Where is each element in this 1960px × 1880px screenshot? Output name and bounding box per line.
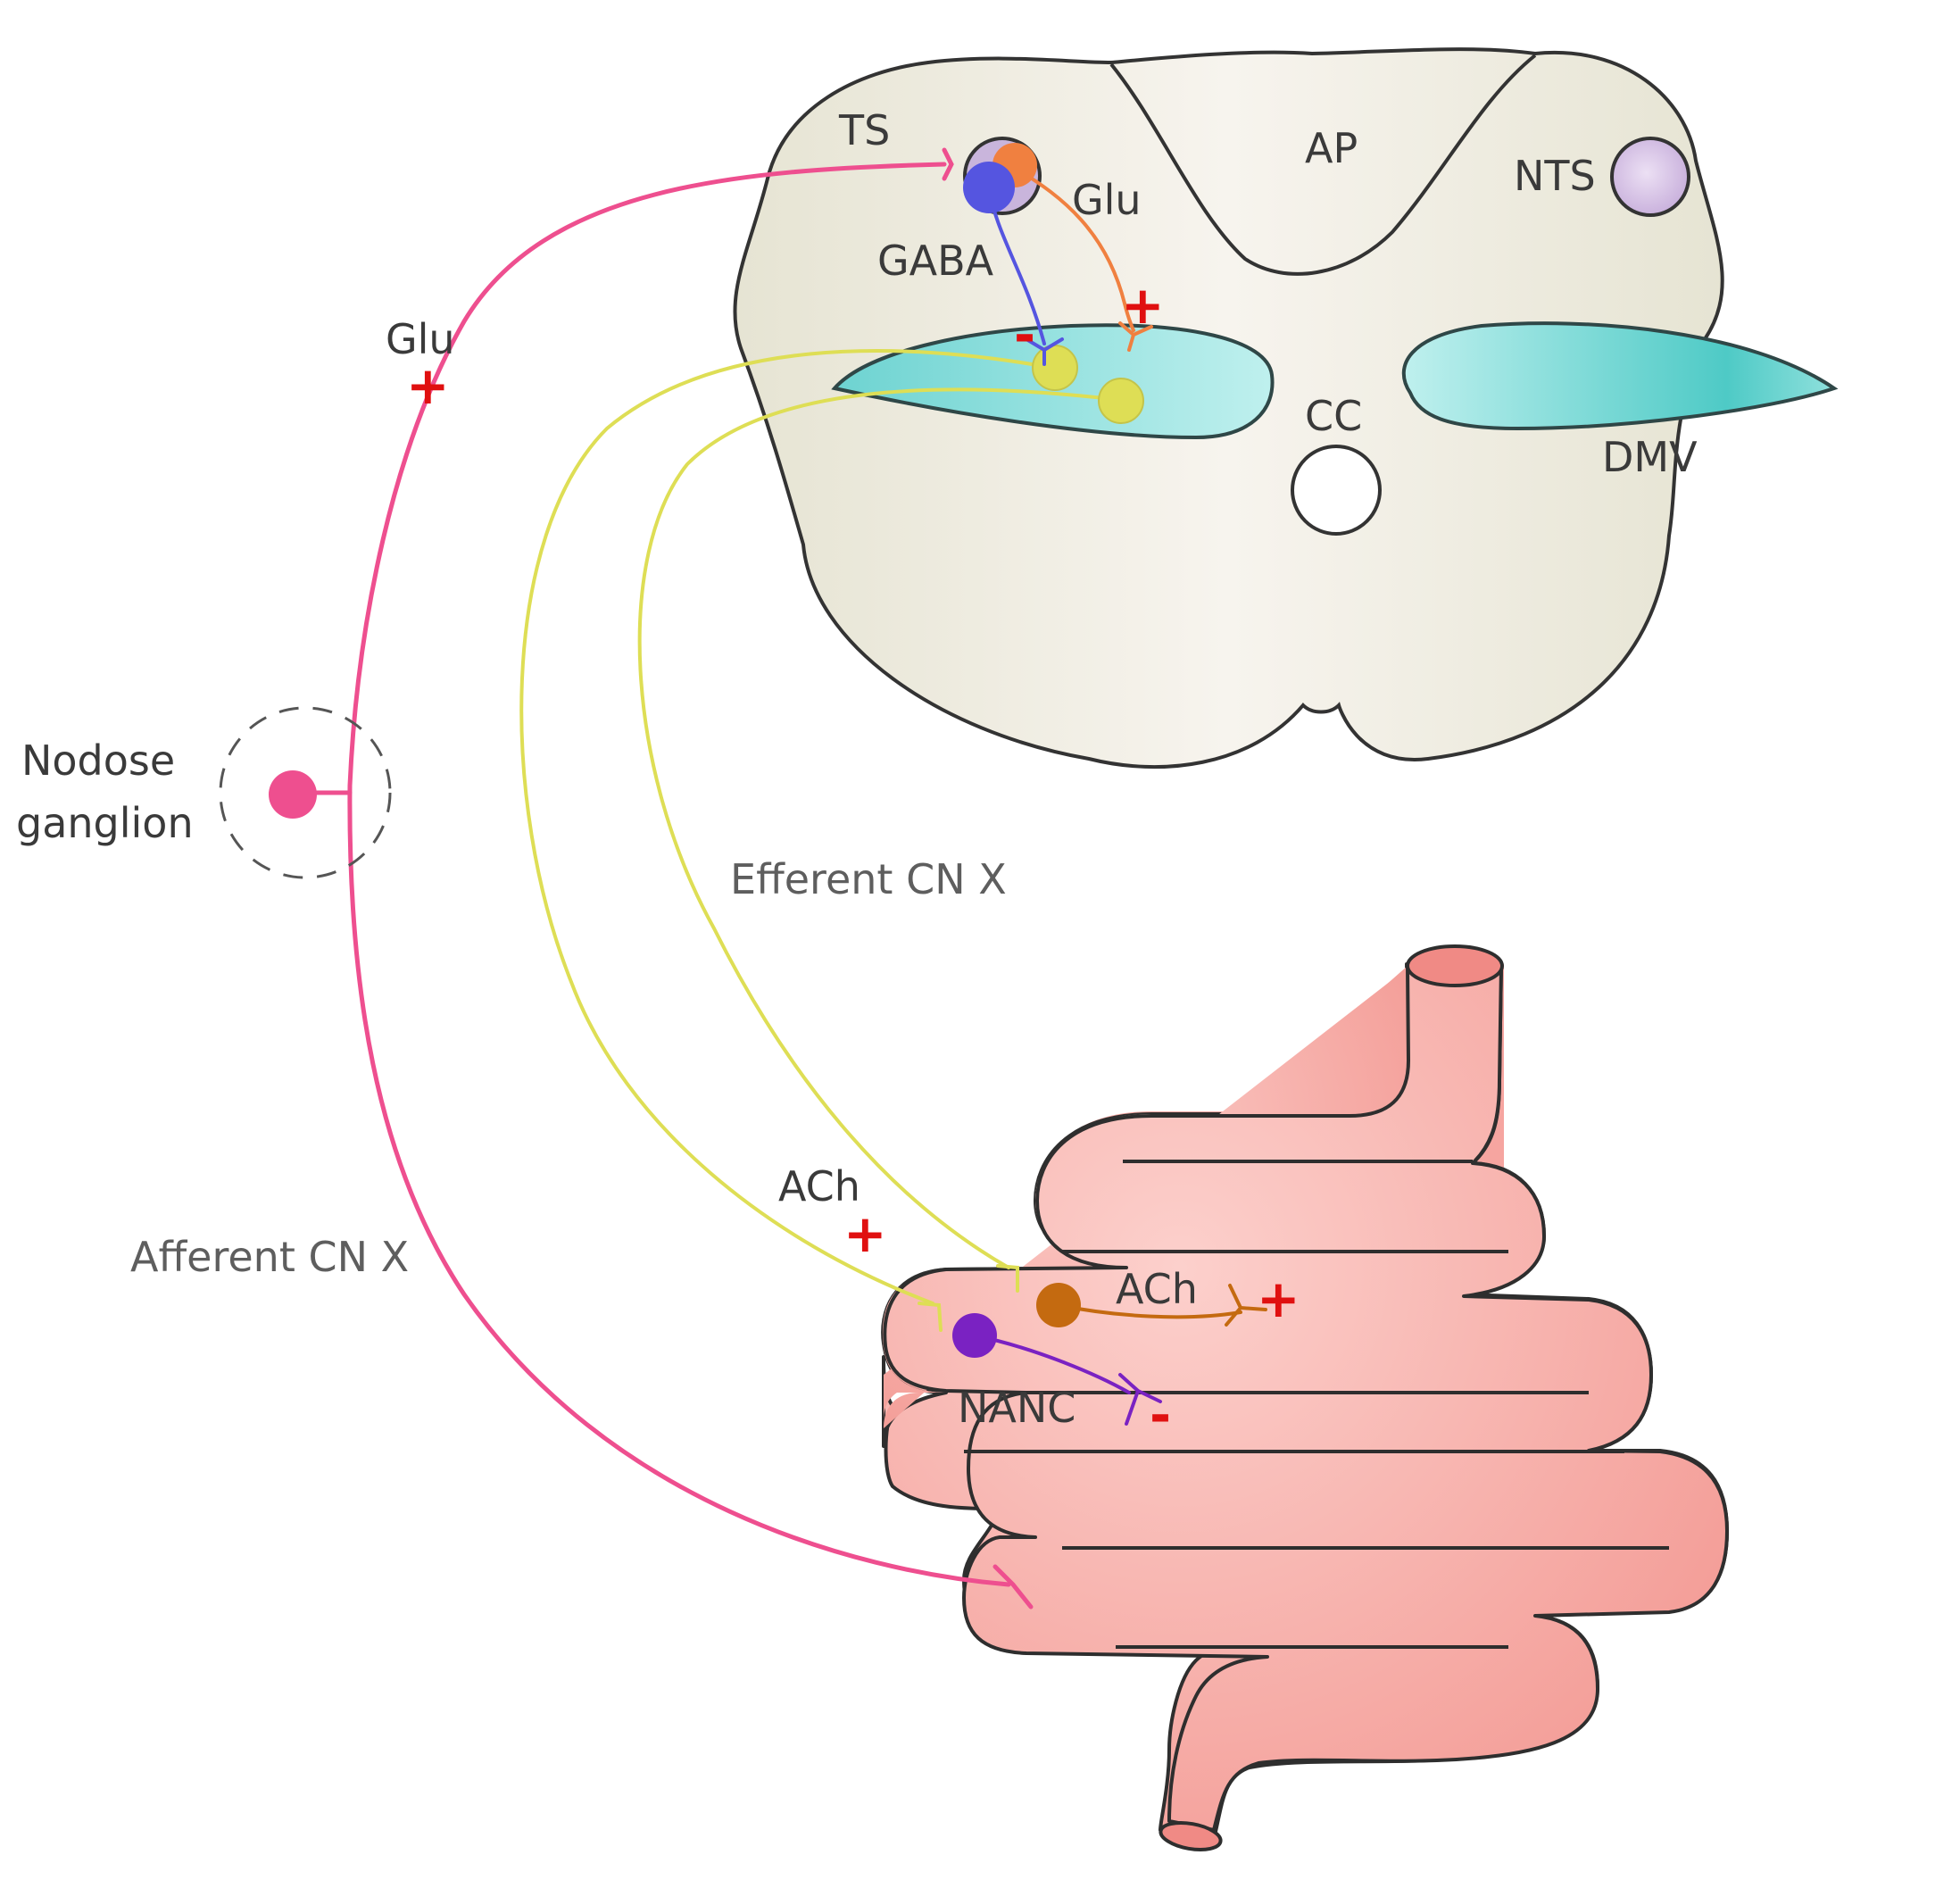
glu-terminal <box>1118 321 1153 352</box>
dmv-neuron-1 <box>1032 345 1078 391</box>
nodose-neuron <box>269 770 317 819</box>
gaba-terminal <box>1025 337 1064 366</box>
ach-enteric-label: ACh <box>1116 1265 1198 1313</box>
brainstem-section <box>733 47 1839 769</box>
efferent-fiber-outer <box>519 349 1055 1305</box>
nodose-ganglion-boundary <box>219 706 392 879</box>
glu-afferent-excitatory-sign: + <box>406 355 450 416</box>
efferent-terminal-1 <box>918 1302 943 1332</box>
nts-nucleus-right <box>1610 137 1690 217</box>
afferent-terminal-ts <box>942 147 954 181</box>
nanc-inhibitory-sign: - <box>1150 1385 1171 1445</box>
ap-label: AP <box>1305 124 1358 172</box>
efferent-terminal-2 <box>996 1264 1019 1293</box>
glu-nts-label: Glu <box>1072 176 1142 224</box>
gaba-label: GABA <box>877 237 994 285</box>
gut-top-opening <box>1406 944 1504 987</box>
gut-fold-lines <box>964 1160 1669 1649</box>
glu-axon <box>1016 168 1135 332</box>
cc-label: CC <box>1305 392 1362 440</box>
ach-enteric-neuron <box>1036 1283 1081 1327</box>
nodose-label-line2: ganglion <box>16 799 194 847</box>
nanc-neuron <box>952 1313 997 1358</box>
nts-interneurons <box>987 168 1153 366</box>
dmv-label: DMV <box>1602 433 1698 481</box>
nodose-label-line1: Nodose <box>21 736 175 785</box>
efferent-label: Efferent CN X <box>730 855 1007 903</box>
dmv-neuron-2 <box>1098 378 1144 424</box>
nanc-label: NANC <box>958 1384 1076 1432</box>
area-postrema-outline <box>1109 54 1537 276</box>
central-canal <box>1291 445 1382 536</box>
nts-label: NTS <box>1514 152 1596 200</box>
afferent-fiber-path <box>347 162 1011 1587</box>
ach-enteric-excitatory-sign: + <box>1257 1269 1300 1329</box>
nanc-terminal <box>1118 1373 1162 1426</box>
ach-efferent-label: ACh <box>778 1162 860 1210</box>
ach-efferent-excitatory-sign: + <box>843 1203 887 1264</box>
gaba-neuron <box>963 162 1015 213</box>
glu-afferent-label: Glu <box>386 315 455 363</box>
afferent-label: Afferent CN X <box>130 1233 409 1281</box>
afferent-terminal-gut <box>992 1564 1034 1610</box>
gut-bottom-opening <box>1159 1821 1223 1851</box>
ts-label: TS <box>838 106 890 154</box>
efferent-fiber-inner <box>637 387 1122 1269</box>
efferent-fibers <box>519 349 1122 1332</box>
gaba-inhibitory-sign: - <box>1014 304 1035 365</box>
ach-enteric-terminal <box>1225 1284 1267 1327</box>
dmv-nucleus-right <box>1401 321 1839 431</box>
glu-nts-excitatory-sign: + <box>1121 275 1165 336</box>
